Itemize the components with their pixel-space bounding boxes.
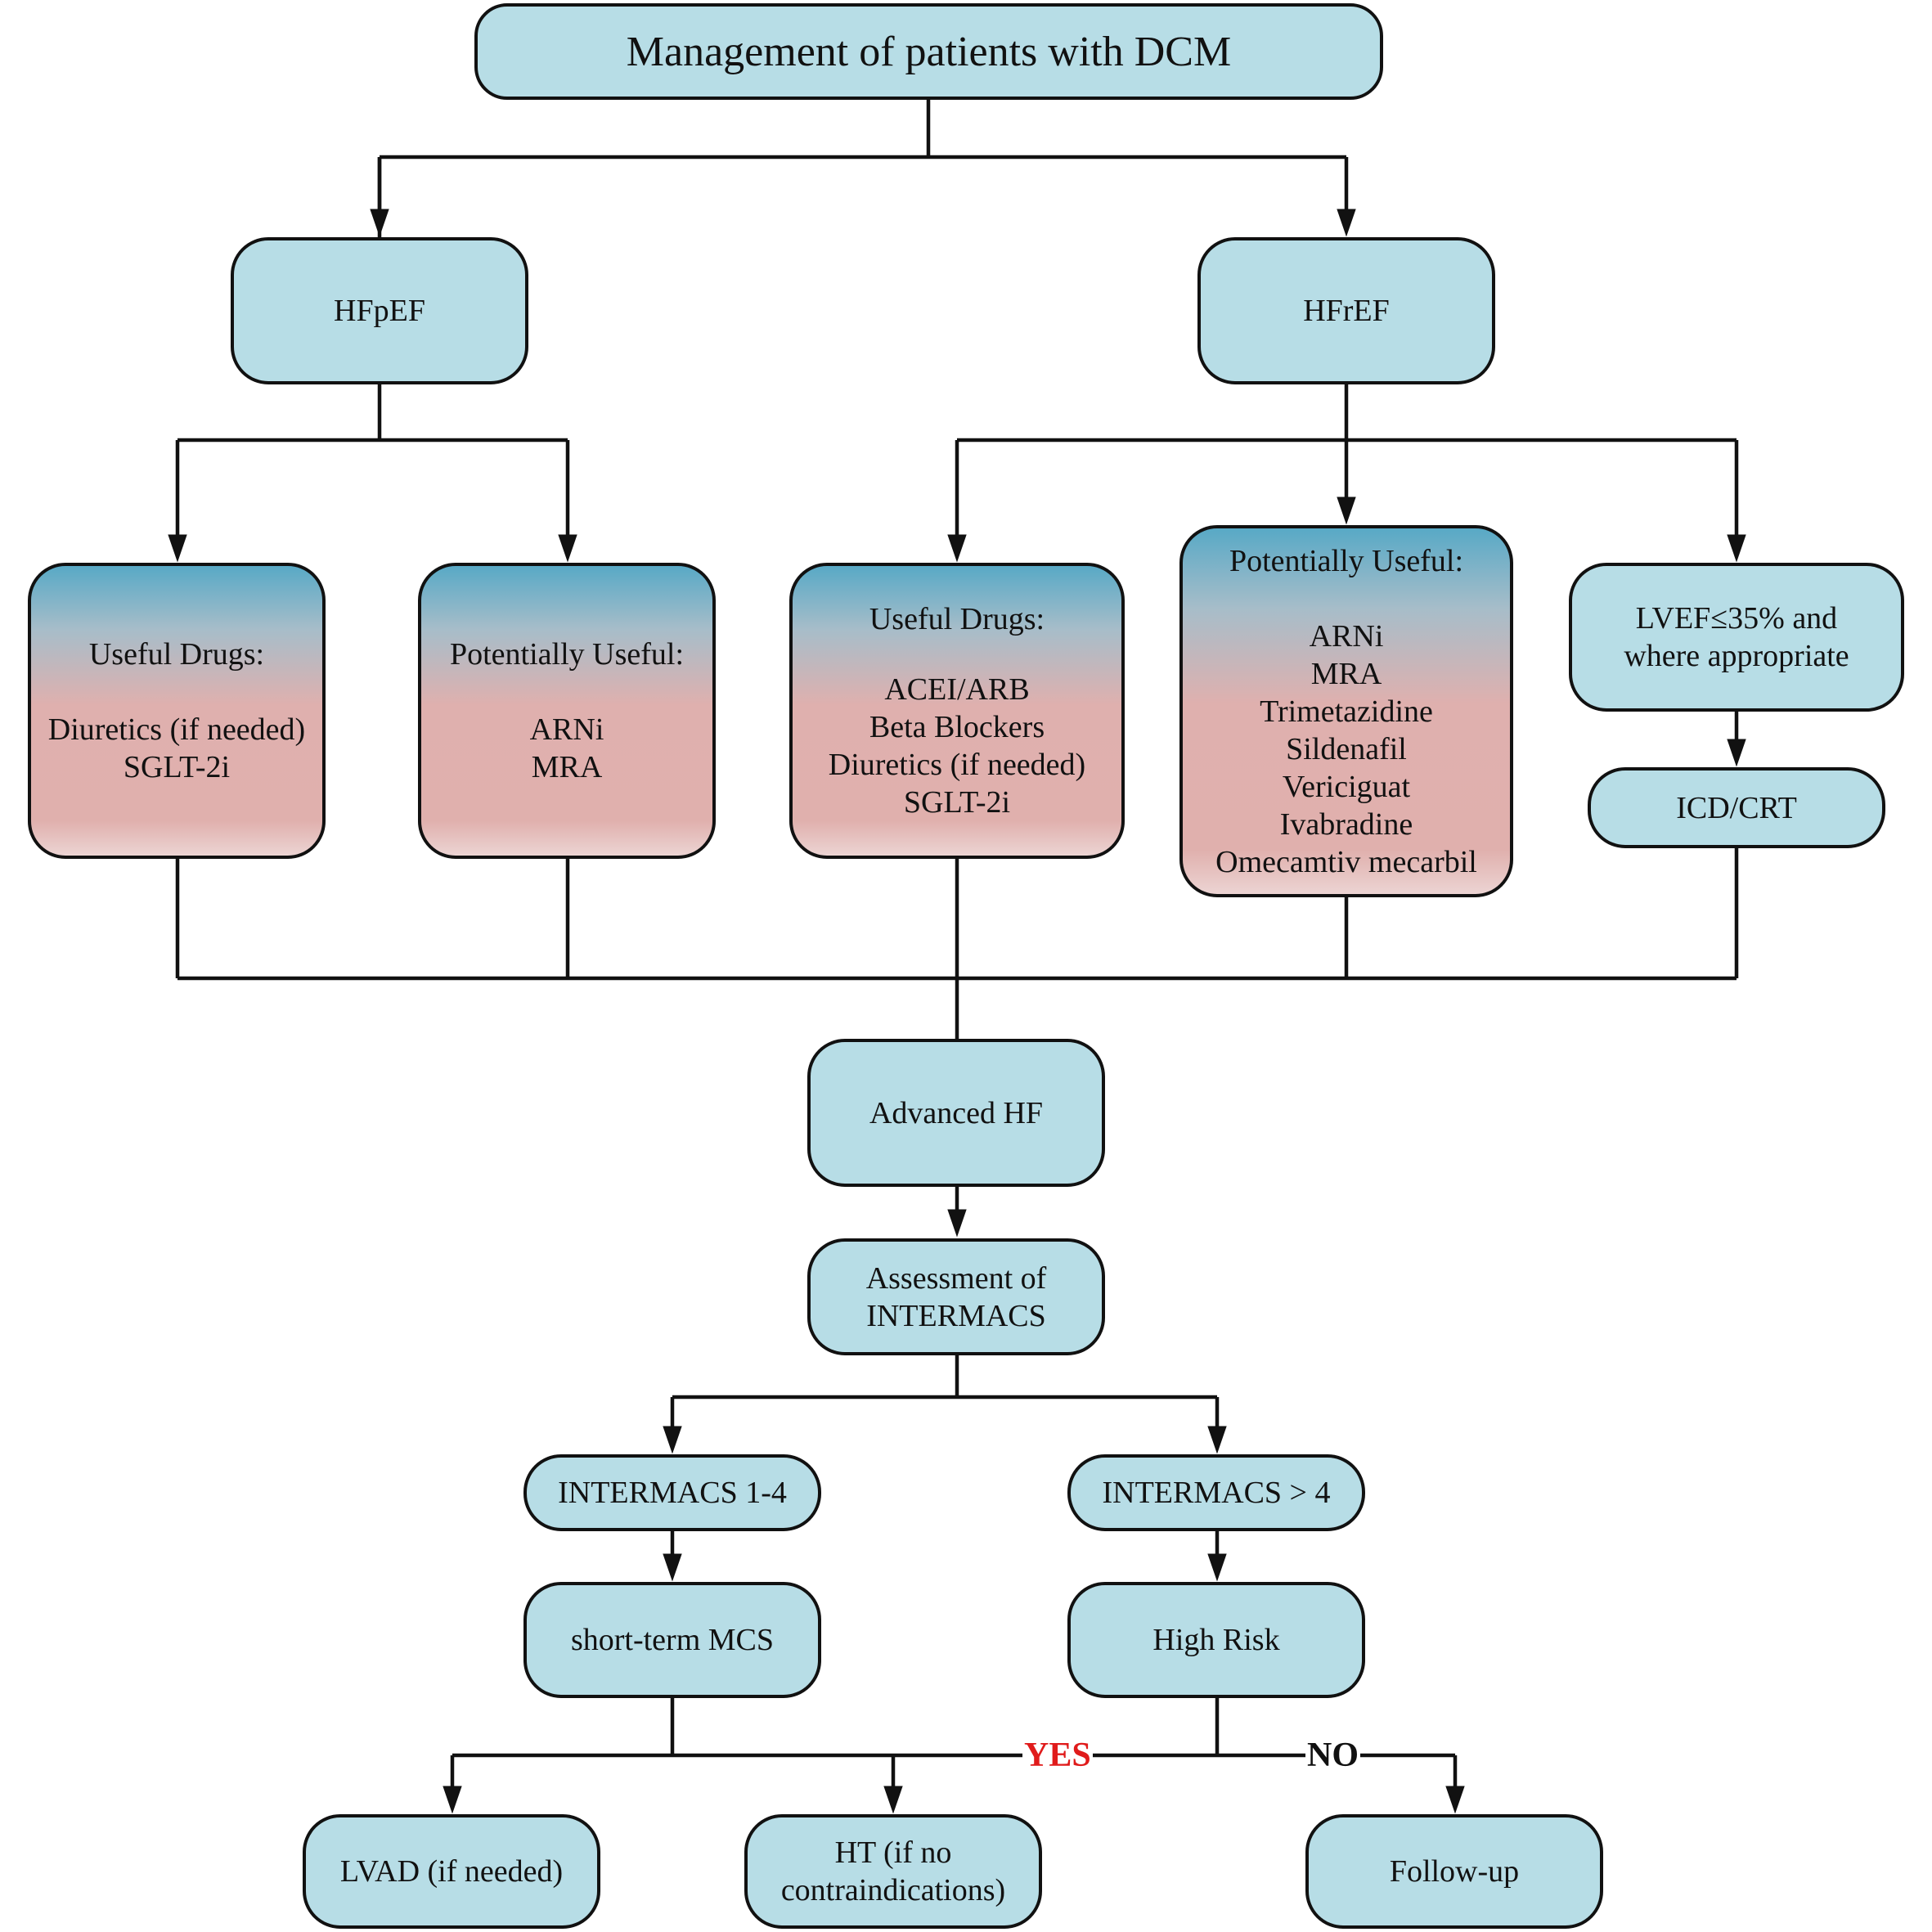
hfref-useful-item: SGLT-2i xyxy=(903,785,1011,820)
hfref-potential-item: Vericiguat xyxy=(1282,769,1411,804)
hfref-useful-item: Diuretics (if needed) xyxy=(828,748,1086,782)
hfref-potential-item: Sildenafil xyxy=(1286,731,1407,766)
lvad-box: LVAD (if needed) xyxy=(303,1814,600,1929)
arrow-root-hfref xyxy=(1337,157,1356,237)
hfpef-useful-item: Diuretics (if needed) xyxy=(47,712,306,747)
root-title: Management of patients with DCM xyxy=(626,28,1232,75)
hfpef-useful-item: SGLT-2i xyxy=(123,750,231,784)
high-risk-label: High Risk xyxy=(1152,1623,1280,1657)
hfref-box: HFrEF xyxy=(1197,237,1495,384)
hfpef-potential-heading: Potentially Useful: xyxy=(449,637,685,672)
intermacs-assessment-box: Assessment of INTERMACS xyxy=(807,1238,1105,1355)
hfpef-useful-heading: Useful Drugs: xyxy=(88,637,265,672)
hfref-potentially-useful-box: Potentially Useful: ARNi MRA Trimetazidi… xyxy=(1179,525,1513,897)
hfref-potential-item: Omecamtiv mecarbil xyxy=(1215,844,1477,879)
hfpef-box: HFpEF xyxy=(231,237,528,384)
assessment-line: Assessment of xyxy=(865,1260,1047,1296)
icd-crt-box: ICD/CRT xyxy=(1588,767,1885,848)
lvad-label: LVAD (if needed) xyxy=(339,1854,564,1889)
hfref-useful-drugs-box: Useful Drugs: ACEI/ARB Beta Blockers Diu… xyxy=(789,563,1125,859)
hfref-potential-item: ARNi xyxy=(1309,618,1384,654)
high-risk-box: High Risk xyxy=(1067,1582,1365,1698)
lvef-line: LVEF≤35% and xyxy=(1635,601,1838,636)
follow-up-box: Follow-up xyxy=(1305,1814,1603,1929)
intermacs-1-4-label: INTERMACS 1-4 xyxy=(558,1476,787,1510)
short-term-mcs-label: short-term MCS xyxy=(570,1623,775,1657)
hfref-potential-heading: Potentially Useful: xyxy=(1229,543,1464,578)
advanced-hf-label: Advanced HF xyxy=(869,1095,1044,1130)
yes-label: YES xyxy=(1022,1737,1093,1774)
hfref-useful-item: Beta Blockers xyxy=(869,710,1045,744)
icd-crt-label: ICD/CRT xyxy=(1676,790,1797,825)
lvef-line: where appropriate xyxy=(1624,639,1849,673)
hfpef-potentially-useful-box: Potentially Useful: ARNi MRA xyxy=(418,563,716,859)
ht-line: contraindications) xyxy=(780,1873,1006,1907)
hfpef-potential-item: MRA xyxy=(531,750,603,784)
hfref-potential-item: MRA xyxy=(1310,656,1382,691)
lvef-criterion-box: LVEF≤35% and where appropriate xyxy=(1569,563,1904,712)
short-term-mcs-box: short-term MCS xyxy=(523,1582,821,1698)
hfref-potential-item: Ivabradine xyxy=(1279,806,1413,842)
hfref-potential-item: Trimetazidine xyxy=(1260,694,1433,729)
advanced-hf-box: Advanced HF xyxy=(807,1039,1105,1187)
hfref-label: HFrEF xyxy=(1303,294,1390,328)
assessment-line: INTERMACS xyxy=(866,1298,1046,1333)
root-title-box: Management of patients with DCM xyxy=(474,3,1383,100)
hfref-useful-heading: Useful Drugs: xyxy=(869,602,1045,636)
hfref-useful-item: ACEI/ARB xyxy=(884,672,1030,707)
heart-transplant-box: HT (if no contraindications) xyxy=(744,1814,1042,1929)
hfpef-potential-item: ARNi xyxy=(529,712,604,747)
follow-up-label: Follow-up xyxy=(1389,1854,1520,1889)
intermacs-gt4-label: INTERMACS > 4 xyxy=(1102,1476,1331,1510)
intermacs-1-4-box: INTERMACS 1-4 xyxy=(523,1454,821,1531)
no-label: NO xyxy=(1305,1737,1360,1774)
arrow-root-hfpef xyxy=(370,157,389,237)
ht-line: HT (if no xyxy=(834,1835,952,1870)
intermacs-gt4-box: INTERMACS > 4 xyxy=(1067,1454,1365,1531)
hfpef-useful-drugs-box: Useful Drugs: Diuretics (if needed) SGLT… xyxy=(28,563,326,859)
hfpef-label: HFpEF xyxy=(334,294,425,328)
